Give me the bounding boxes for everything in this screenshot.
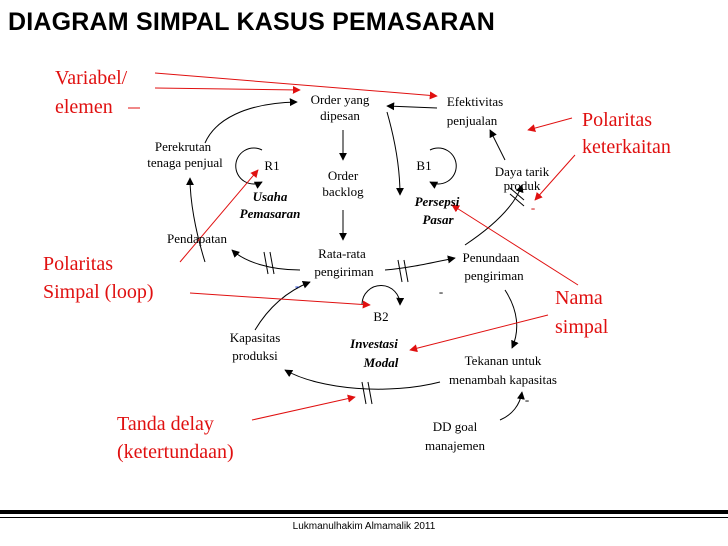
causal-links (186, 98, 525, 421)
var-order-yang-dipesan-1: Order yang (311, 92, 370, 107)
var-order-backlog-1: Order (328, 168, 359, 183)
annotations: Variabel/ elemen Polaritas keterkaitan P… (43, 67, 671, 463)
pointer-variabel-mid (154, 85, 301, 94)
loop-name-b1-1: Persepsi (415, 194, 460, 209)
sign-tekanan: - (525, 392, 529, 407)
loop-name-r1-1: Usaha (253, 189, 288, 204)
delay-mark-1b (269, 251, 275, 275)
loop-r1-arc (235, 147, 263, 189)
pointer-delay (251, 394, 356, 421)
annot-polaritas-keterkaitan-1: Polaritas (582, 109, 652, 131)
loop-labels: R1 Usaha Pemasaran B1 Persepsi Pasar B2 … (240, 158, 460, 370)
var-order-yang-dipesan-2: dipesan (320, 108, 360, 123)
link-daya-to-efektivitas (489, 129, 506, 161)
annot-tanda-delay-1: Tanda delay (117, 413, 214, 435)
annot-nama-simpal-1: Nama (555, 287, 603, 309)
link-order-to-b1 (386, 111, 404, 196)
var-perekrutan-1: Perekrutan (155, 139, 212, 154)
link-pendapatan-to-perekrutan (186, 177, 206, 263)
var-kapasitas-2: produksi (232, 348, 278, 363)
loop-name-b2-1: Investasi (349, 336, 398, 351)
link-penundaan-to-tekanan (504, 289, 519, 349)
link-tekanan-to-kapasitas (284, 369, 441, 390)
pointer-keterkaitan-2 (534, 154, 576, 201)
var-efektivitas-2: penjualan (447, 113, 498, 128)
footer-credit: Lukmanulhakim Almamalik 2011 (292, 521, 436, 532)
var-penundaan-1: Penundaan (462, 250, 520, 265)
link-perekrutan-to-order (204, 98, 298, 144)
delay-mark-4b (367, 381, 373, 405)
var-pendapatan: Pendapatan (167, 231, 227, 246)
var-penundaan-2: pengiriman (464, 268, 524, 283)
delay-marks (263, 187, 525, 405)
variables: Order yang dipesan Efektivitas penjualan… (147, 92, 557, 453)
loop-symbols (235, 147, 457, 306)
slide-title: DIAGRAM SIMPAL KASUS PEMASARAN (8, 8, 496, 36)
delay-mark-4a (361, 381, 367, 405)
link-efektivitas-to-order (386, 102, 438, 111)
var-tekanan-1: Tekanan untuk (465, 353, 542, 368)
annot-polaritas-simpal-2: Simpal (loop) (43, 281, 154, 303)
var-perekrutan-2: tenaga penjual (147, 155, 223, 170)
var-tekanan-2: menambah kapasitas (449, 372, 557, 387)
link-kapasitas-to-rata (254, 280, 311, 331)
pointer-variabel-top (154, 72, 438, 100)
var-daya-tarik-1: Daya tarik (495, 164, 550, 179)
link-rata-to-penundaan (384, 255, 456, 271)
loop-b1-arc (429, 147, 457, 189)
polarity-signs: - - - - (295, 200, 535, 407)
delay-mark-1a (263, 251, 269, 275)
annot-variabel-1: Variabel/ (55, 67, 128, 89)
var-kapasitas-1: Kapasitas (230, 330, 281, 345)
pointer-simpal-loop-2 (189, 292, 371, 309)
annot-nama-simpal-2: simpal (555, 316, 609, 338)
delay-mark-3b (509, 193, 525, 207)
var-rata-rata-2: pengiriman (314, 264, 374, 279)
annotation-pointers (128, 72, 579, 421)
loop-id-r1: R1 (264, 158, 279, 173)
pointer-keterkaitan (527, 117, 573, 132)
sign-penundaan: - (439, 284, 443, 299)
link-penundaan-to-daya (464, 184, 524, 246)
pointer-nama-persepsi (451, 204, 579, 286)
var-dd-goal-1: DD goal (433, 419, 478, 434)
delay-mark-2a (397, 259, 403, 283)
annot-variabel-2: elemen (55, 96, 113, 118)
var-rata-rata-1: Rata-rata (318, 246, 366, 261)
loop-name-r1-2: Pemasaran (240, 206, 301, 221)
var-order-backlog-2: backlog (322, 184, 364, 199)
loop-name-b1-2: Pasar (422, 212, 454, 227)
annot-polaritas-keterkaitan-2: keterkaitan (582, 136, 671, 158)
pointer-simpal-loop (179, 169, 259, 263)
loop-id-b1: B1 (416, 158, 431, 173)
var-daya-tarik-2: produk (504, 178, 541, 193)
pointer-nama-investasi (409, 314, 549, 353)
var-efektivitas-1: Efektivitas (447, 94, 503, 109)
annot-polaritas-simpal-1: Polaritas (43, 253, 113, 275)
delay-mark-3a (509, 187, 525, 201)
footer-rule-thin (0, 517, 728, 518)
footer-rule-thick (0, 510, 728, 514)
loop-id-b2: B2 (373, 309, 388, 324)
var-dd-goal-2: manajemen (425, 438, 485, 453)
link-rata-to-pendapatan (231, 249, 301, 271)
sign-daya-tarik: - (531, 200, 535, 215)
annot-tanda-delay-2: (ketertundaan) (117, 441, 234, 463)
link-dd-to-tekanan (499, 391, 525, 421)
loop-name-b2-2: Modal (363, 355, 399, 370)
delay-mark-2b (403, 259, 409, 283)
sign-rata-rata: - (295, 278, 299, 293)
loop-b2-arc (361, 285, 405, 306)
